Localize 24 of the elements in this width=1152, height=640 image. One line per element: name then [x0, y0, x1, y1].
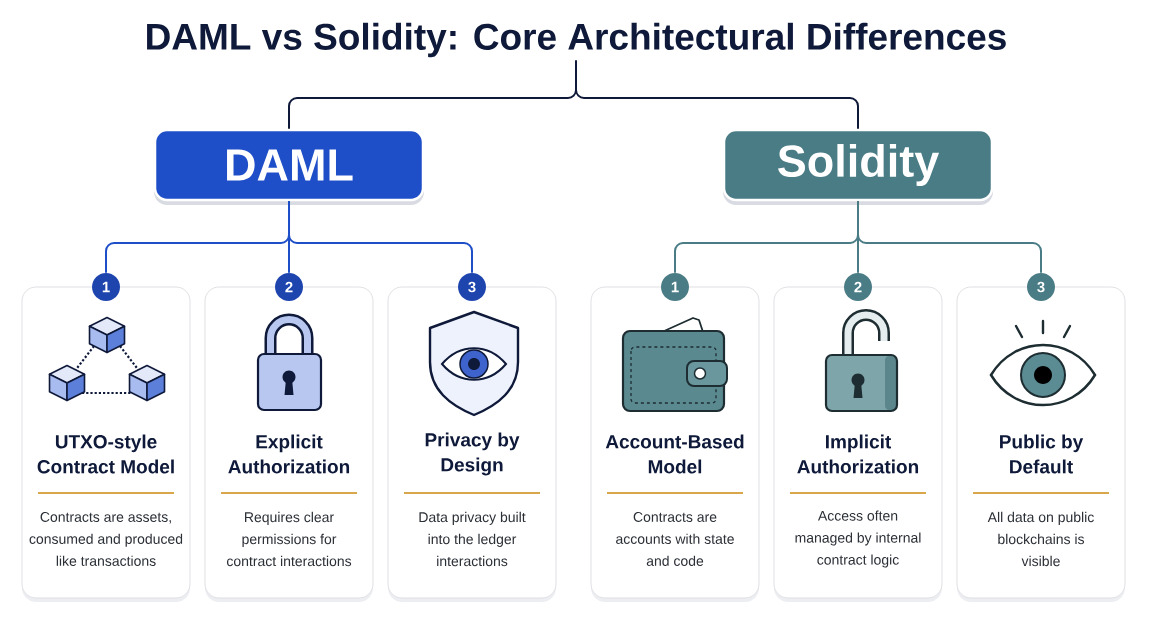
- title: DAML vs Solidity: Core Architectural Differences: [147, 22, 1006, 58]
- card-text: Data privacy built into the ledger interactions: [419, 511, 526, 567]
- heading-box: DAML: [153, 128, 425, 205]
- card-heading: Public by Default: [1000, 434, 1084, 474]
- card-heading: UTXO-style Contract Model: [37, 434, 174, 474]
- connector-line: [857, 200, 1042, 274]
- card-heading: Implicit Authorization: [797, 434, 919, 474]
- card-heading: Account-Based Model: [605, 434, 744, 474]
- heading-box: Solidity: [722, 128, 994, 205]
- card-text: Contracts are accounts with state and code: [616, 512, 734, 566]
- connector-line: [575, 59, 859, 130]
- card-text: All data on public blockchains is visible: [987, 511, 1094, 567]
- card-text: Access often managed by internal contract logic: [795, 510, 921, 568]
- number-badge: 3: [458, 273, 486, 301]
- card-text: Contracts are assets, consumed and produced like transactions: [29, 512, 183, 566]
- card-heading: Explicit Authorization: [228, 434, 350, 474]
- number-badge: 2: [275, 273, 303, 301]
- number-badge: 1: [661, 273, 689, 301]
- number-badge: 2: [844, 273, 872, 301]
- number-badge: 3: [1027, 273, 1055, 301]
- connector-line: [288, 200, 473, 274]
- number-badge: 1: [92, 273, 120, 301]
- card-heading: Privacy by Design: [425, 432, 520, 476]
- card-text: Requires clear permissions for contract interactions: [226, 511, 352, 567]
